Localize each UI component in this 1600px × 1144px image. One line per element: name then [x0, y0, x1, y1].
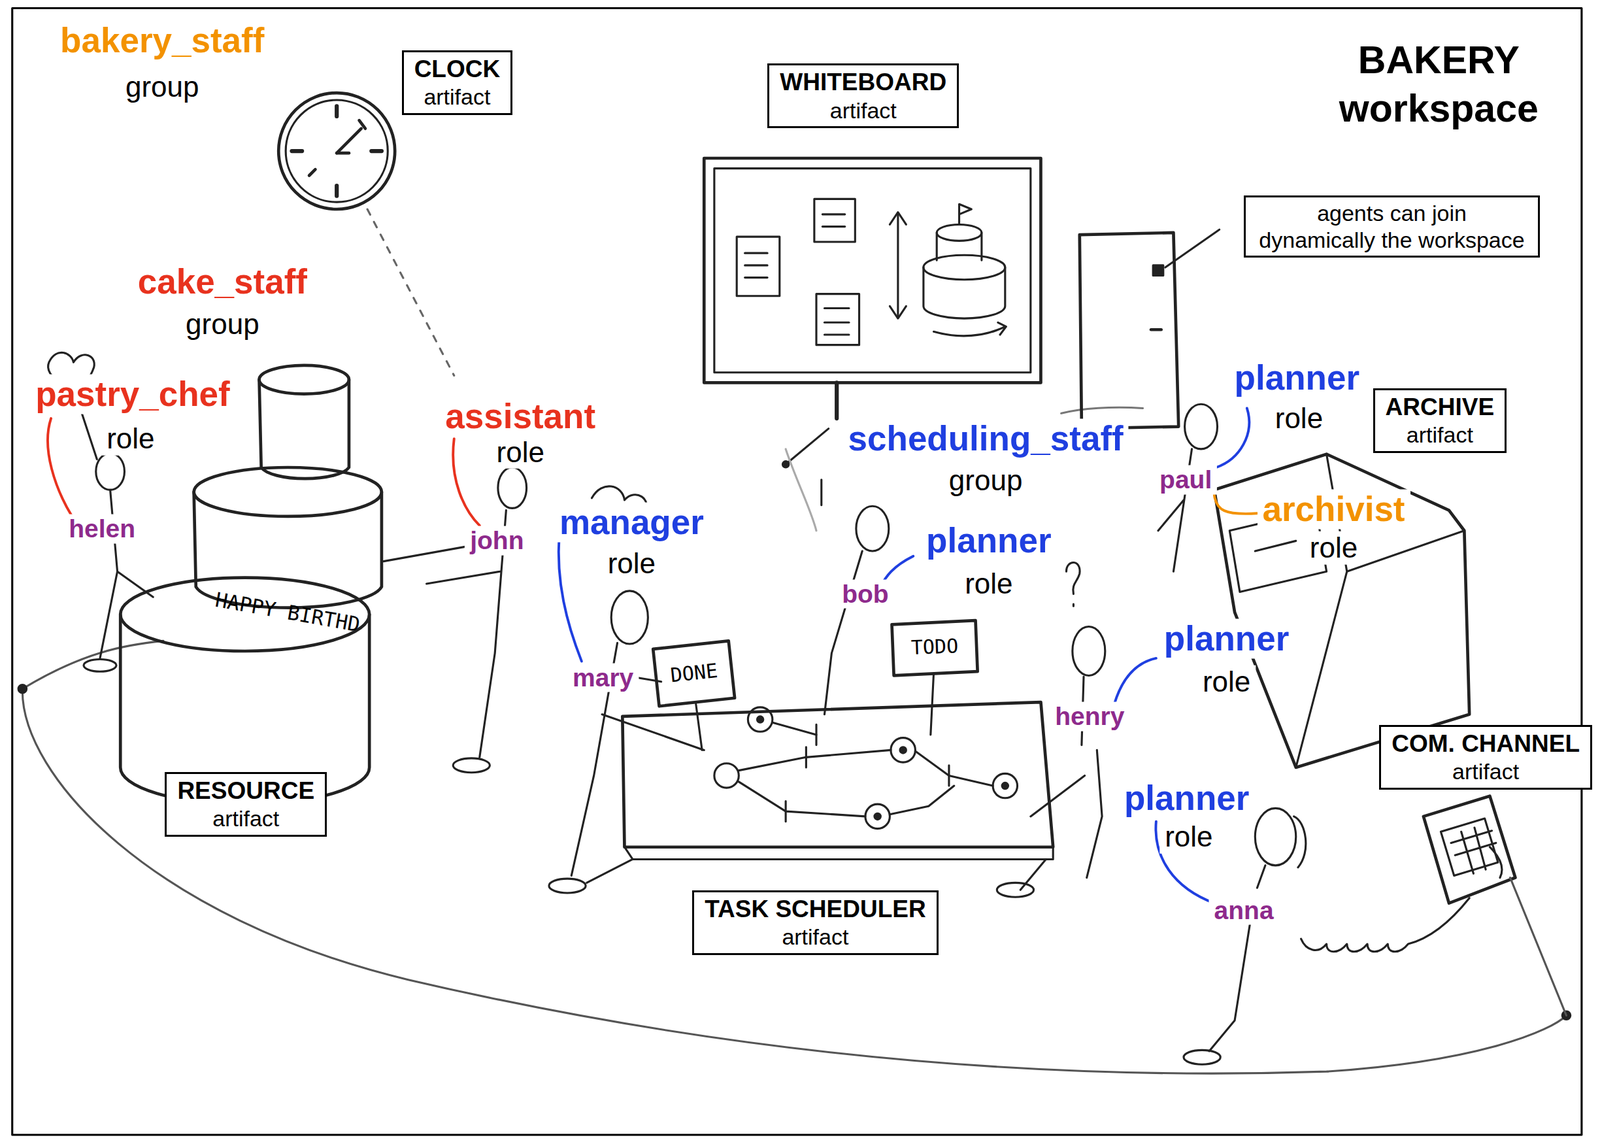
artifact-box: RESOURCEartifact: [164, 771, 327, 837]
org-label: planner: [1118, 777, 1255, 818]
org-label: planner: [920, 520, 1057, 561]
org-label: bakery_staff: [54, 20, 270, 61]
agent-name: bob: [836, 579, 894, 609]
kind-word: group: [943, 464, 1029, 498]
agent-name: anna: [1209, 895, 1280, 925]
org-label: planner: [1158, 618, 1295, 659]
kind-word: role: [1304, 531, 1363, 565]
org-label: planner: [1229, 357, 1365, 398]
agent-name: paul: [1154, 464, 1217, 495]
kind-word: role: [1159, 820, 1218, 854]
artifact-name: ARCHIVE: [1385, 392, 1495, 422]
artifact-box: CLOCKartifact: [401, 50, 514, 116]
kind-word: role: [1269, 401, 1329, 436]
artifact-name: CLOCK: [414, 54, 501, 84]
artifact-name: TASK SCHEDULER: [704, 894, 927, 924]
kind-word: group: [120, 69, 205, 104]
kind-word: group: [180, 307, 265, 342]
artifact-kind: artifact: [177, 805, 315, 833]
artifact-name: COM. CHANNEL: [1391, 729, 1580, 759]
kind-word: role: [959, 567, 1018, 601]
org-label: cake_staff: [132, 261, 313, 302]
kind-word: role: [1197, 665, 1256, 699]
org-label: archivist: [1257, 489, 1411, 530]
agent-name: john: [464, 526, 529, 556]
org-label: manager: [554, 502, 710, 543]
artifact-box: WHITEBOARDartifact: [767, 63, 959, 129]
artifact-kind: artifact: [704, 923, 927, 951]
artifact-name: agents can join dynamically the workspac…: [1256, 200, 1528, 254]
agent-name: mary: [567, 662, 639, 693]
artifact-box: COM. CHANNELartifact: [1379, 724, 1593, 790]
sketch-text: TODO: [910, 634, 959, 659]
org-label: pastry_chef: [30, 373, 236, 414]
agent-name: helen: [63, 513, 141, 544]
artifact-kind: artifact: [1391, 758, 1580, 785]
artifact-box: TASK SCHEDULERartifact: [692, 890, 939, 955]
org-label: assistant: [439, 396, 601, 437]
sketch-text: HAPPY BIRTHD: [213, 588, 363, 637]
artifact-kind: artifact: [414, 83, 501, 111]
artifact-name: WHITEBOARD: [779, 67, 947, 97]
agent-name: henry: [1049, 701, 1130, 732]
artifact-box: ARCHIVEartifact: [1373, 388, 1508, 453]
artifact-box: agents can join dynamically the workspac…: [1243, 195, 1540, 259]
kind-word: role: [101, 422, 160, 456]
sketch-text: DONE: [669, 659, 719, 687]
org-label: scheduling_staff: [843, 418, 1129, 459]
artifact-kind: artifact: [779, 97, 947, 125]
artifact-kind: artifact: [1385, 421, 1495, 449]
workspace-title: BAKERY workspace: [1339, 36, 1539, 134]
kind-word: role: [602, 546, 661, 580]
artifact-name: RESOURCE: [177, 776, 315, 806]
kind-word: role: [491, 435, 550, 469]
